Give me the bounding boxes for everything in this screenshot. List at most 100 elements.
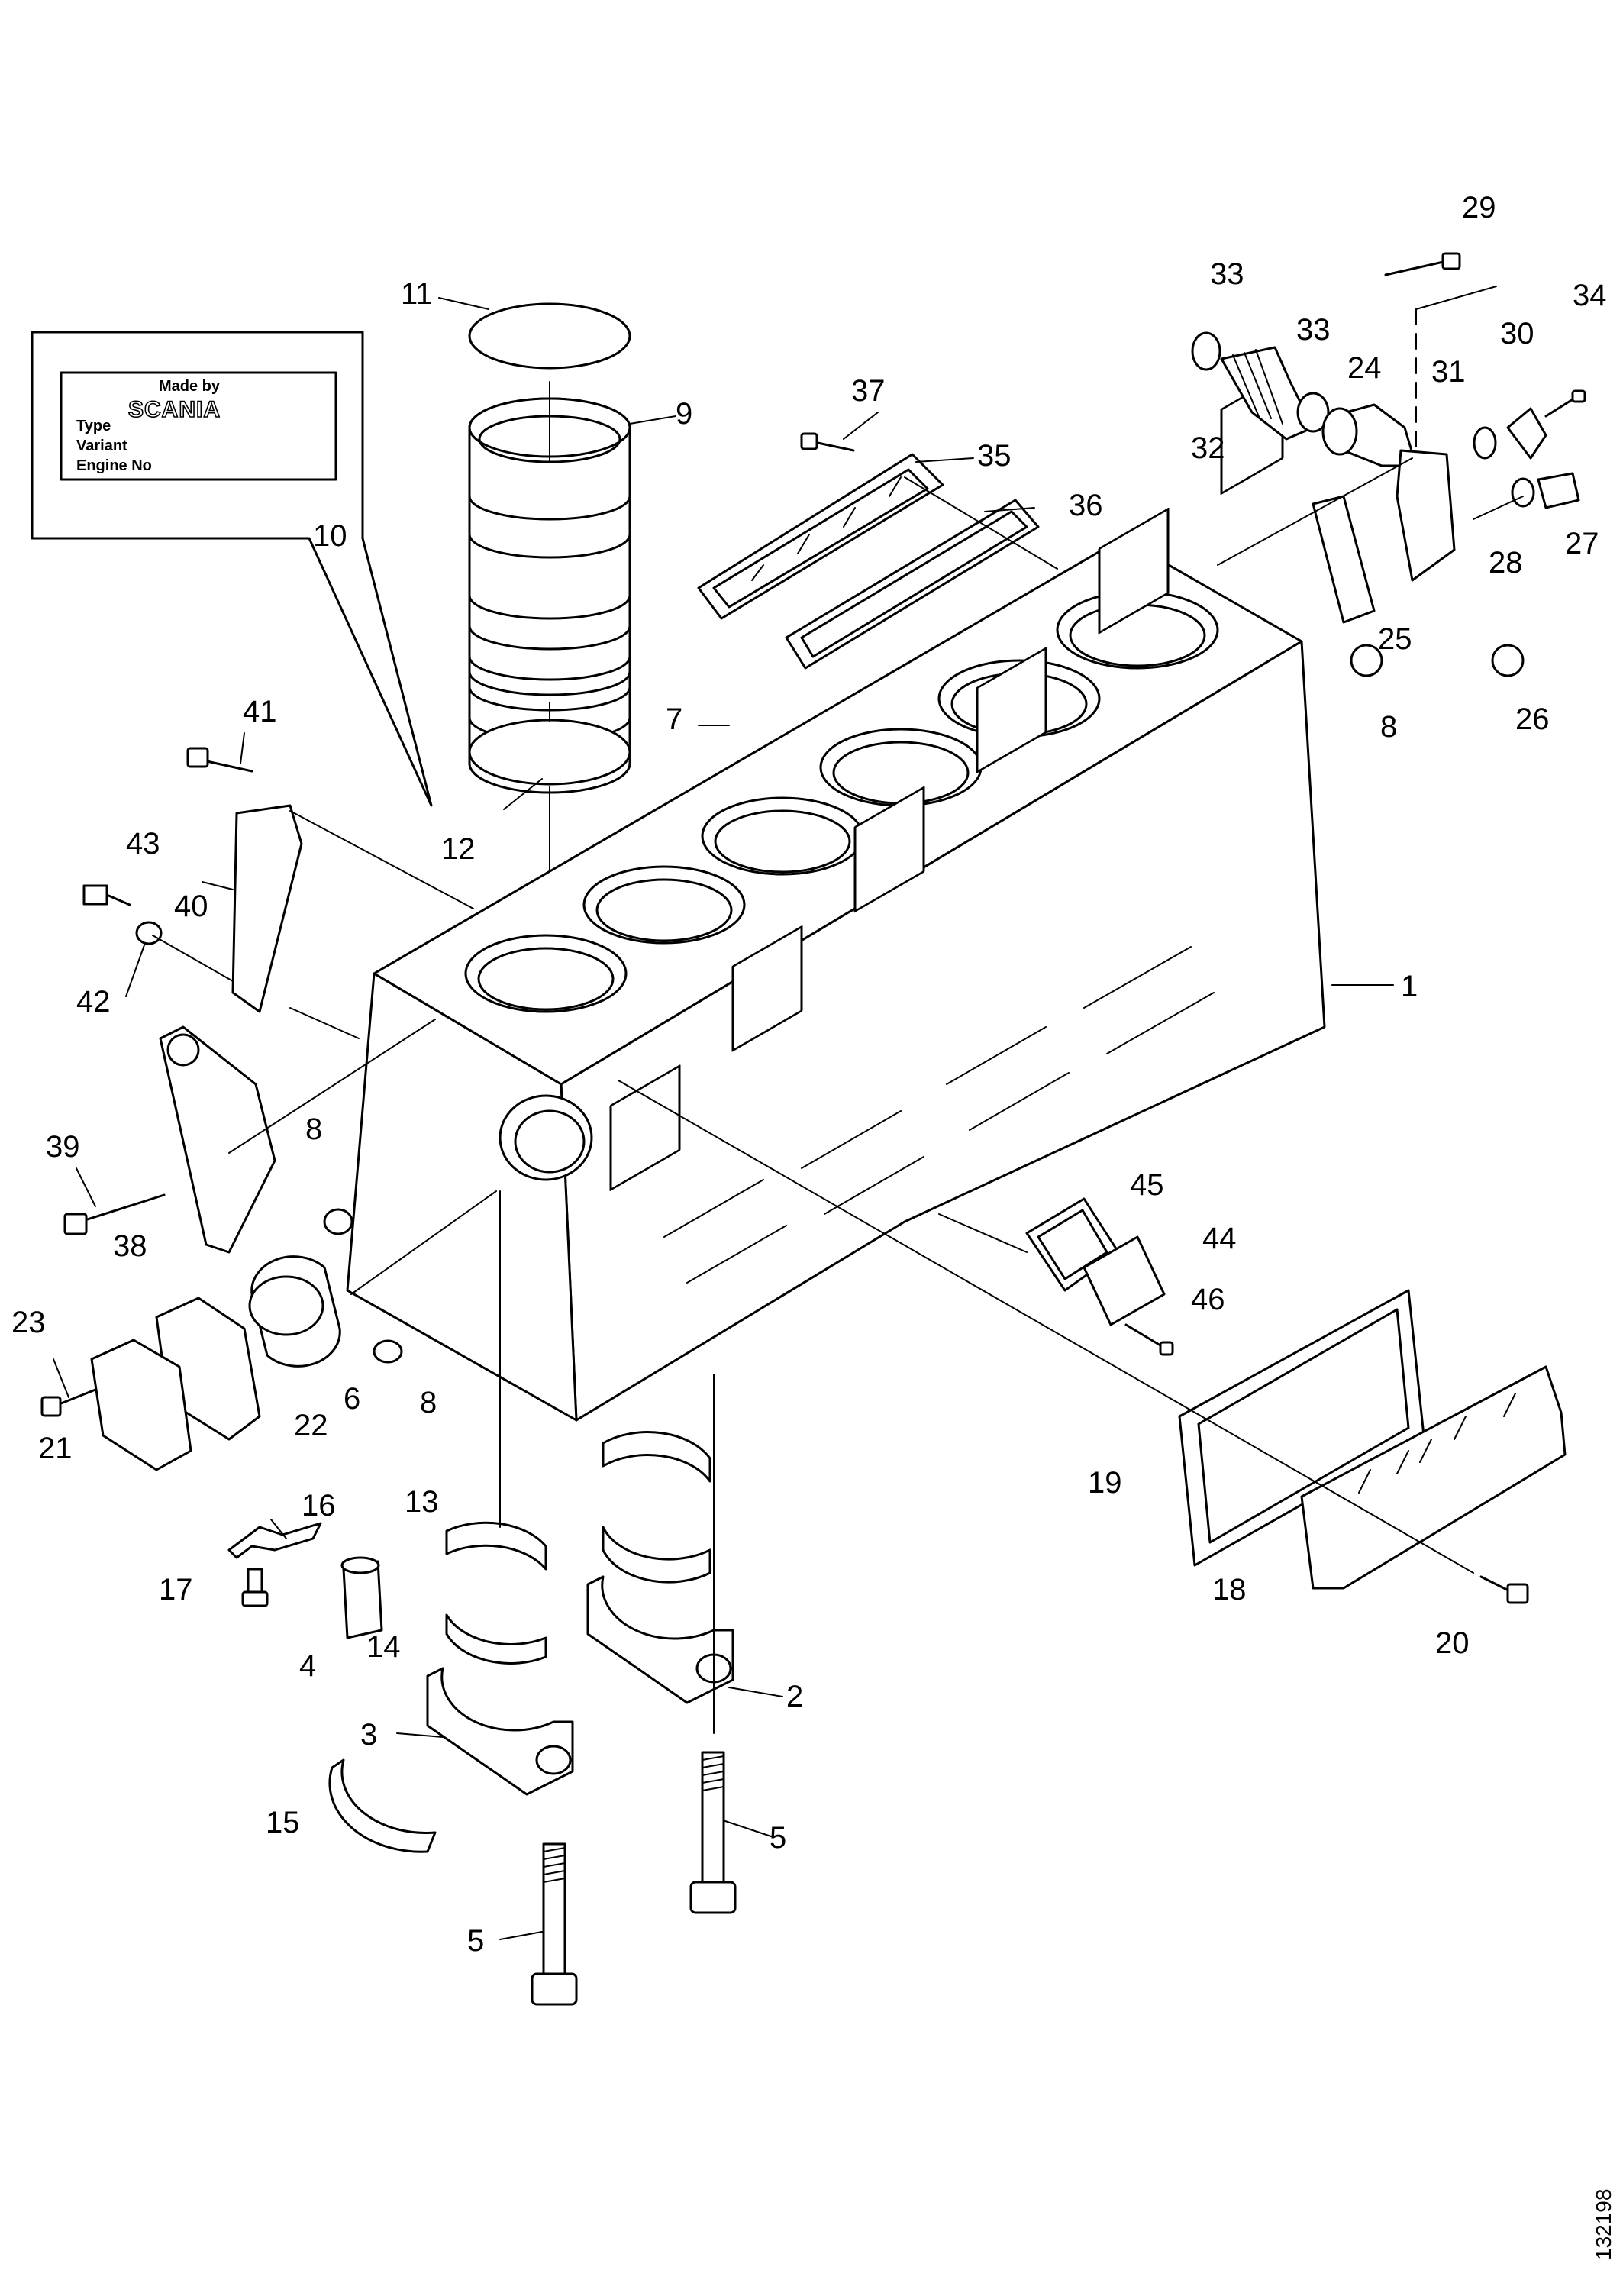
callout-26: 26 — [1515, 702, 1550, 736]
bearing-14 — [445, 1613, 547, 1665]
callout-17: 17 — [159, 1573, 193, 1607]
callout-4: 4 — [299, 1649, 316, 1683]
bearing-shell-upper — [602, 1431, 711, 1483]
plug-8-low — [373, 1339, 403, 1364]
callout-29: 29 — [1462, 191, 1496, 224]
callout-35: 35 — [977, 439, 1012, 473]
cylinder-liner-group — [468, 302, 631, 986]
callout-36: 36 — [1069, 489, 1103, 522]
washer-28 — [1511, 477, 1535, 508]
sensor-30 — [1506, 407, 1547, 460]
gasket-36 — [785, 499, 1040, 670]
plug-26 — [1491, 644, 1525, 677]
callout-8-mid: 8 — [305, 1112, 322, 1146]
bolt-41 — [186, 747, 253, 773]
callout-30: 30 — [1500, 317, 1534, 350]
callout-3: 3 — [360, 1718, 377, 1752]
callout-27: 27 — [1565, 527, 1599, 560]
callout-44: 44 — [1202, 1222, 1237, 1255]
bolt-5-right — [689, 1751, 737, 1914]
cover-21 — [90, 1339, 192, 1471]
callout-41: 41 — [243, 695, 277, 728]
callout-10: 10 — [313, 519, 347, 553]
callout-8-top: 8 — [1380, 710, 1397, 744]
callout-42: 42 — [76, 985, 111, 1019]
callout-16: 16 — [302, 1489, 336, 1523]
callout-7: 7 — [666, 702, 682, 736]
spring-clip-16 — [227, 1522, 322, 1559]
callout-15: 15 — [266, 1806, 300, 1839]
callout-37: 37 — [851, 374, 886, 408]
callout-20: 20 — [1435, 1626, 1470, 1660]
screw-34 — [1544, 389, 1586, 418]
bearing-cap-3 — [426, 1667, 574, 1796]
callout-23: 23 — [11, 1306, 46, 1339]
bolt-39 — [63, 1193, 166, 1235]
cylinder-block — [346, 373, 1326, 1422]
callout-28: 28 — [1489, 546, 1523, 580]
washer-42 — [135, 921, 163, 945]
callout-45: 45 — [1130, 1168, 1164, 1202]
callout-labels: 1 2 3 4 5 5 6 7 8 8 8 9 10 11 12 13 14 1… — [11, 191, 1607, 1958]
nameplate-brand-logo: SCANIA — [128, 397, 221, 422]
small-parts-left — [227, 1522, 383, 1639]
callout-18: 18 — [1212, 1573, 1247, 1607]
callout-22: 22 — [294, 1409, 328, 1442]
bracket-40 — [231, 804, 303, 1013]
screw-46 — [1124, 1323, 1174, 1356]
thrust-washer-15 — [328, 1758, 437, 1853]
callout-33b: 33 — [1296, 313, 1331, 347]
oil-cooler-cover-group — [618, 1080, 1567, 1604]
callout-24: 24 — [1347, 351, 1382, 385]
gasket-35 — [697, 453, 944, 620]
seal-ring-upper — [468, 302, 631, 370]
nameplate-made-by: Made by — [159, 378, 221, 395]
nameplate-variant-label: Variant — [76, 438, 127, 454]
callout-32: 32 — [1191, 431, 1225, 465]
plug-27 — [1537, 472, 1580, 509]
callout-43: 43 — [126, 827, 160, 861]
bolt-37 — [800, 432, 855, 452]
callout-5-left: 5 — [467, 1924, 484, 1958]
figure-id: 132198 — [1592, 2189, 1615, 2260]
callout-6: 6 — [344, 1382, 360, 1416]
plug-8-mid — [323, 1208, 353, 1235]
callout-34: 34 — [1573, 279, 1607, 312]
callout-25: 25 — [1378, 622, 1412, 656]
callout-1: 1 — [1401, 970, 1418, 1003]
callout-33a: 33 — [1210, 257, 1244, 291]
nameplate-engine-no-label: Engine No — [76, 457, 152, 474]
plate-38 — [159, 1025, 276, 1254]
bolt-23 — [40, 1388, 97, 1417]
seal-ring-lower — [468, 719, 631, 786]
bolt-20 — [1479, 1575, 1529, 1604]
main-bearing-bolts — [531, 1751, 737, 2006]
callout-11: 11 — [401, 277, 433, 311]
callout-2: 2 — [786, 1680, 803, 1713]
callout-13: 13 — [405, 1485, 439, 1519]
callout-39: 39 — [46, 1130, 80, 1164]
main-bearing-group — [328, 1190, 734, 1853]
coolant-outlet-group — [1191, 252, 1586, 677]
nameplate-callout-box: Made by SCANIA Type Variant Engine No — [31, 331, 433, 807]
ring-31 — [1473, 426, 1497, 460]
callout-31: 31 — [1431, 355, 1466, 389]
cover-44 — [1083, 1235, 1166, 1326]
plug-8-top — [1350, 644, 1383, 677]
callout-9: 9 — [676, 397, 692, 431]
thermostat-housing — [1396, 449, 1456, 582]
callout-38: 38 — [113, 1229, 147, 1263]
callout-46: 46 — [1191, 1283, 1225, 1316]
snap-ring-33a — [1191, 331, 1221, 371]
callout-5-right: 5 — [770, 1821, 786, 1855]
callout-8-low: 8 — [420, 1386, 437, 1419]
callout-40: 40 — [174, 890, 208, 923]
bearing-13 — [445, 1521, 547, 1571]
snap-ring-33b — [1296, 392, 1330, 433]
front-left-group — [63, 747, 497, 1295]
valve-cover-gaskets — [697, 432, 1058, 670]
bolt-29 — [1384, 252, 1461, 276]
bearing-shell-lower — [602, 1526, 711, 1584]
callout-14: 14 — [366, 1630, 401, 1664]
